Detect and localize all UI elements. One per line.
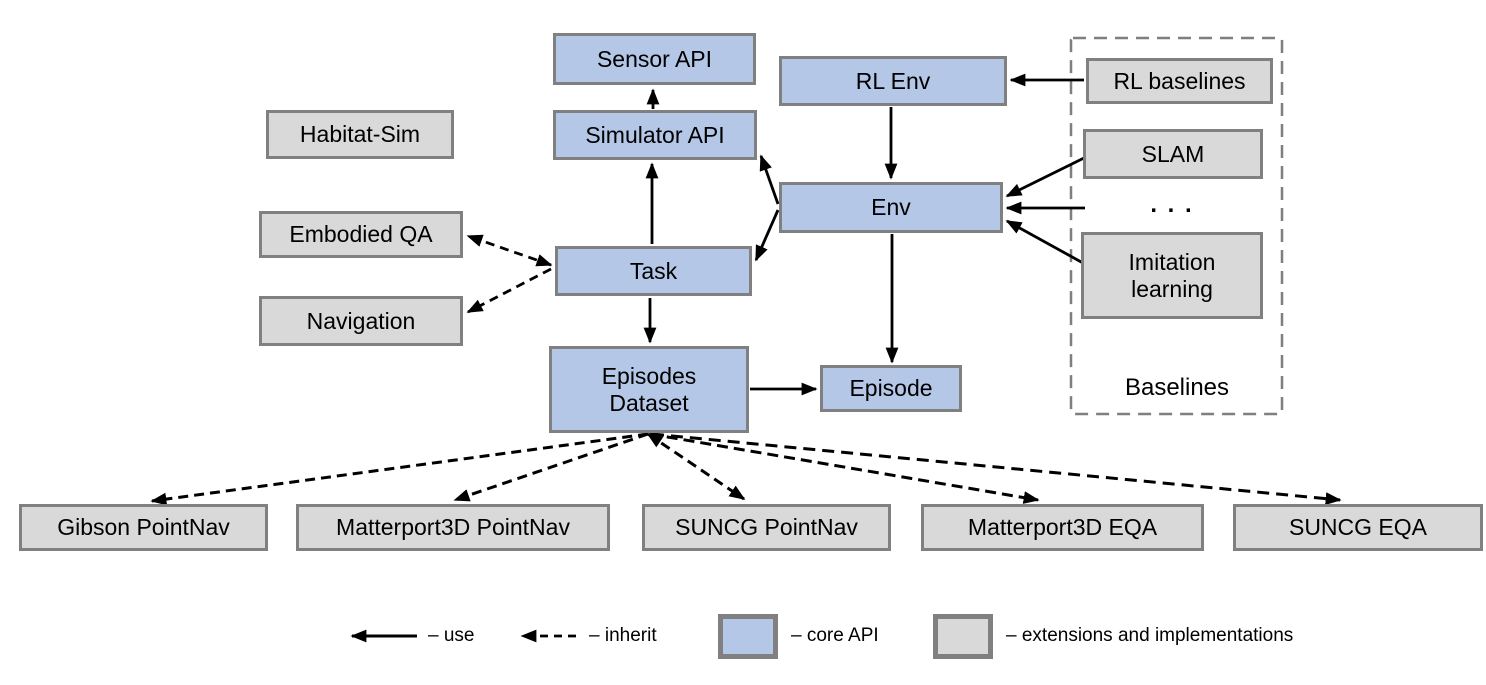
baselines-ellipsis: . . .	[1150, 191, 1194, 218]
node-rl-env-label: RL Env	[855, 67, 931, 94]
node-navigation-label: Navigation	[306, 307, 416, 334]
node-matterport3d-eqa: Matterport3D EQA	[921, 504, 1204, 551]
edge-env-to-task	[754, 209, 780, 262]
edge-episodes-to-suncg-eqa	[651, 432, 1342, 505]
node-imitation-learning: Imitation learning	[1081, 232, 1263, 319]
edge-slam-to-env	[1005, 155, 1087, 198]
node-habitat-sim-label: Habitat-Sim	[299, 121, 421, 148]
node-env-label: Env	[871, 194, 911, 221]
node-matterport3d-pointnav-label: Matterport3D PointNav	[336, 514, 570, 541]
node-matterport3d-eqa-label: Matterport3D EQA	[967, 514, 1158, 541]
node-suncg-eqa-label: SUNCG EQA	[1288, 514, 1428, 541]
node-episodes-dataset: Episodes Dataset	[549, 346, 749, 433]
edge-task-to-navigation	[466, 267, 552, 314]
node-simulator-api: Simulator API	[553, 110, 757, 160]
node-embodied-qa-label: Embodied QA	[289, 221, 433, 248]
node-suncg-eqa: SUNCG EQA	[1233, 504, 1483, 551]
node-rl-baselines-label: RL baselines	[1113, 67, 1246, 94]
node-suncg-pointnav-label: SUNCG PointNav	[675, 514, 858, 541]
edge-task-to-embodied-qa	[466, 234, 553, 267]
node-slam: SLAM	[1083, 129, 1263, 179]
node-rl-env: RL Env	[779, 56, 1007, 106]
baselines-group-label: Baselines	[1124, 374, 1230, 401]
edge-episodes-to-matterport3d-eqa	[649, 432, 1040, 504]
node-rl-baselines: RL baselines	[1086, 58, 1273, 104]
node-habitat-sim: Habitat-Sim	[266, 110, 454, 159]
legend-core-api-swatch	[718, 614, 778, 659]
node-matterport3d-pointnav: Matterport3D PointNav	[296, 504, 610, 551]
edge-env-to-simulator	[759, 154, 780, 205]
node-task-label: Task	[629, 257, 678, 284]
node-simulator-api-label: Simulator API	[585, 121, 725, 148]
node-gibson-pointnav: Gibson PointNav	[19, 504, 268, 551]
node-navigation: Navigation	[259, 296, 463, 346]
node-episode-label: Episode	[849, 375, 933, 402]
edge-episodes-to-gibson-pointnav	[150, 432, 649, 506]
edge-episodes-to-matterport3d-pointnav	[453, 432, 649, 502]
legend-core-api-label: – core API	[791, 625, 879, 646]
node-slam-label: SLAM	[1141, 140, 1205, 167]
node-gibson-pointnav-label: Gibson PointNav	[57, 514, 230, 541]
edge-episodes-to-suncg-pointnav	[646, 432, 746, 501]
node-task: Task	[555, 246, 752, 296]
legend-use-label: – use	[428, 625, 475, 646]
node-sensor-api-label: Sensor API	[596, 45, 713, 72]
legend-extensions-swatch	[933, 614, 993, 659]
legend-inherit-label: – inherit	[589, 625, 657, 646]
node-imitation-learning-label: Imitation learning	[1128, 249, 1216, 302]
legend-extensions-label: – extensions and implementations	[1006, 625, 1294, 646]
edge-imitation-to-env	[1005, 219, 1084, 265]
node-sensor-api: Sensor API	[553, 33, 756, 85]
node-embodied-qa: Embodied QA	[259, 211, 463, 258]
node-episodes-dataset-label: Episodes Dataset	[601, 363, 697, 416]
node-episode: Episode	[820, 365, 962, 412]
node-env: Env	[779, 182, 1003, 233]
node-suncg-pointnav: SUNCG PointNav	[642, 504, 891, 551]
